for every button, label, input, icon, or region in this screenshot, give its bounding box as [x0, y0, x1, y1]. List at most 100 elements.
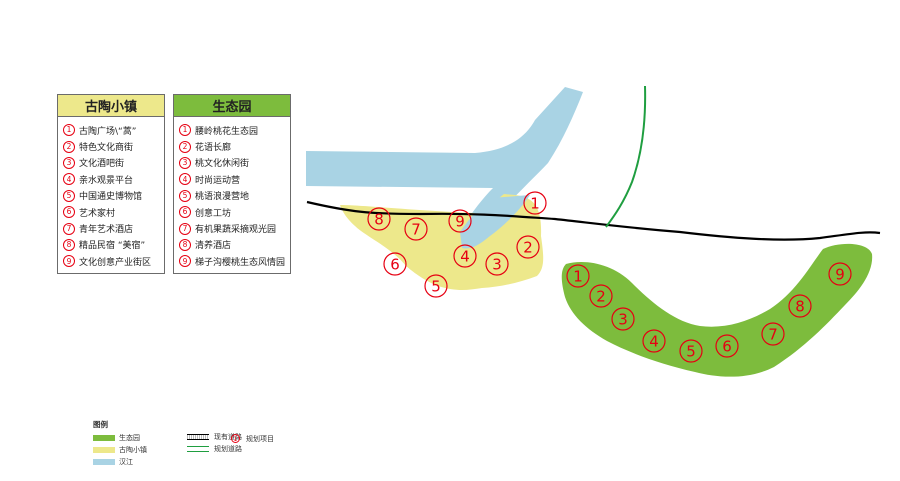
- eco-marker-label-2: 2: [596, 288, 606, 306]
- town-marker-label-6: 6: [390, 256, 400, 274]
- eco-marker-circle-1: [566, 264, 590, 288]
- town-item-label: 艺术家村: [79, 208, 116, 219]
- town-item-label: 精品民宿 “美宿”: [79, 241, 146, 252]
- eco-item-6: 6 创意工坊: [174, 204, 290, 220]
- town-marker-circle-5: [424, 274, 448, 298]
- town-marker-circle-3: [485, 252, 509, 276]
- town-marker-circle-2: [516, 235, 540, 259]
- legend-label-existing-road: 现有道路: [214, 433, 242, 441]
- eco-marker-label-7: 7: [768, 326, 778, 344]
- eco-item-label: 创意工坊: [195, 208, 232, 219]
- existing-road: [306, 200, 881, 241]
- eco-marker-label-6: 6: [722, 338, 732, 356]
- eco-marker-circle-5: [679, 339, 703, 363]
- town-marker-label-5: 5: [431, 278, 441, 296]
- number-badge-icon: 4: [63, 173, 75, 186]
- legend-swatch-town: [93, 447, 115, 453]
- number-badge-icon: 3: [179, 156, 191, 169]
- number-badge-icon: 4: [179, 173, 191, 186]
- town-panel-title: 古陶小镇: [58, 95, 164, 117]
- number-badge-icon: 3: [63, 156, 75, 169]
- number-badge-icon: 9: [63, 255, 75, 268]
- eco-marker-circle-9: [828, 262, 852, 286]
- eco-item-3: 3 桃文化休闲街: [174, 155, 290, 171]
- eco-marker-circle-8: [788, 294, 812, 318]
- river-tongue: [460, 195, 530, 249]
- legend-label-river: 汉江: [119, 458, 133, 466]
- number-badge-icon: 2: [179, 140, 191, 153]
- number-badge-icon: 8: [179, 238, 191, 251]
- town-item-3: 3 文化酒吧街: [58, 155, 164, 171]
- planned-road: [605, 85, 647, 228]
- eco-marker-label-1: 1: [573, 268, 583, 286]
- eco-park-area: [561, 243, 873, 377]
- legend-swatch-planned-road: [187, 446, 209, 452]
- eco-marker-label-3: 3: [618, 311, 628, 329]
- legend-swatch-ecology: [93, 435, 115, 441]
- town-marker-label-3: 3: [492, 256, 502, 274]
- town-item-label: 中国通史博物馆: [79, 192, 143, 203]
- legend-swatch-river: [93, 459, 115, 465]
- eco-marker-circle-6: [715, 334, 739, 358]
- eco-item-label: 花语长廊: [195, 143, 232, 154]
- town-item-5: 5 中国通史博物馆: [58, 188, 164, 204]
- legend-label-ecology: 生态园: [119, 434, 140, 442]
- town-item-8: 8 精品民宿 “美宿”: [58, 237, 164, 253]
- town-marker-label-1: 1: [530, 195, 540, 213]
- number-badge-icon: 2: [63, 140, 75, 153]
- eco-item-4: 4 时尚运动营: [174, 171, 290, 187]
- han-river: [306, 87, 583, 248]
- eco-item-label: 清养酒店: [195, 241, 232, 252]
- number-badge-icon: 5: [63, 189, 75, 202]
- legend-label-planned-road: 规划道路: [214, 445, 242, 453]
- legend-label-town: 古陶小镇: [119, 446, 147, 454]
- eco-item-label: 时尚运动营: [195, 175, 241, 186]
- eco-item-8: 8 清养酒店: [174, 237, 290, 253]
- town-marker-circle-8: [367, 207, 391, 231]
- town-marker-circle-4: [453, 244, 477, 268]
- town-item-label: 青年艺术酒店: [79, 225, 134, 236]
- eco-item-label: 有机果蔬采摘观光园: [195, 225, 277, 236]
- eco-marker-label-5: 5: [686, 343, 696, 361]
- number-badge-icon: 8: [63, 238, 75, 251]
- town-item-label: 特色文化商街: [79, 143, 134, 154]
- eco-marker-circle-7: [761, 322, 785, 346]
- town-item-2: 2 特色文化商街: [58, 138, 164, 154]
- town-marker-circle-9: [448, 209, 472, 233]
- eco-marker-circle-4: [642, 329, 666, 353]
- town-item-label: 古陶广场\“蒿”: [79, 126, 137, 137]
- town-item-7: 7 青年艺术酒店: [58, 220, 164, 236]
- eco-item-9: 9 梯子沟樱桃生态风情园: [174, 253, 290, 269]
- town-marker-label-4: 4: [460, 248, 470, 266]
- town-marker-circle-1: [523, 191, 547, 215]
- number-badge-icon: 6: [179, 206, 191, 219]
- town-item-label: 文化创意产业街区: [79, 257, 152, 268]
- eco-item-label: 桃语浪漫营地: [195, 192, 250, 203]
- legend-swatch-existing-road: [187, 434, 209, 440]
- town-marker-label-7: 7: [411, 221, 421, 239]
- town-item-label: 文化酒吧街: [79, 159, 125, 170]
- number-badge-icon: 7: [179, 222, 191, 235]
- number-badge-icon: 1: [63, 124, 75, 137]
- town-item-9: 9 文化创意产业街区: [58, 253, 164, 269]
- number-badge-icon: 7: [63, 222, 75, 235]
- eco-marker-label-4: 4: [649, 333, 659, 351]
- number-badge-icon: 9: [179, 255, 191, 268]
- eco-marker-label-9: 9: [835, 266, 845, 284]
- legend-title: 图例: [93, 420, 108, 429]
- legend-label-project: 规划项目: [246, 435, 274, 443]
- eco-item-label: 桃文化休闲街: [195, 159, 250, 170]
- eco-marker-circle-3: [611, 307, 635, 331]
- town-marker-circle-6: [383, 252, 407, 276]
- eco-item-label: 腰岭桃花生态园: [195, 126, 259, 137]
- legend-marker-icon: 1: [231, 434, 240, 443]
- eco-item-label: 梯子沟樱桃生态风情园: [195, 257, 286, 268]
